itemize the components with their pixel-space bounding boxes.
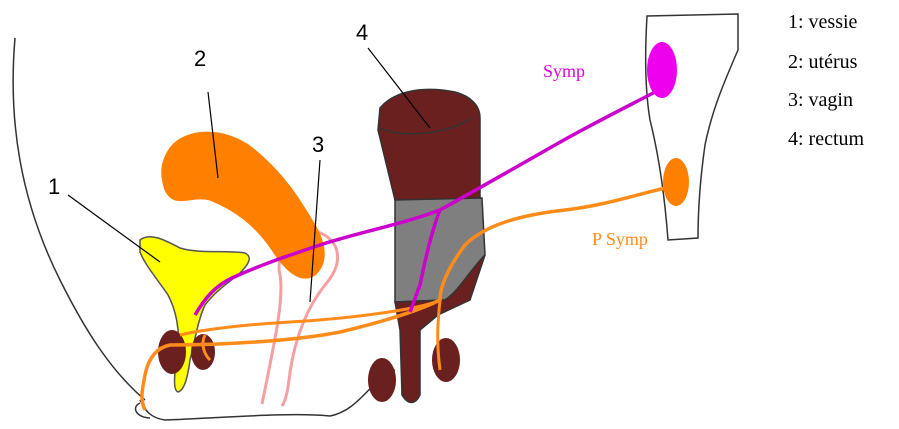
label-2: 2 bbox=[194, 46, 206, 71]
legend-item: 2: utérus bbox=[788, 51, 858, 73]
rectum-dark-blob-left bbox=[368, 358, 396, 402]
label-3: 3 bbox=[312, 132, 324, 157]
psymp-label: P Symp bbox=[592, 229, 648, 249]
legend-item: 3: vagin bbox=[788, 89, 853, 111]
leader-line-1 bbox=[68, 195, 160, 262]
legend: 1: vessie 2: utérus 3: vagin 4: rectum bbox=[788, 11, 865, 150]
rectum-dark-blob-right bbox=[432, 338, 460, 382]
symp-ganglion bbox=[647, 42, 677, 98]
legend-item: 1: vessie bbox=[788, 11, 858, 33]
psymp-ganglion bbox=[663, 158, 689, 206]
label-4: 4 bbox=[356, 20, 368, 45]
legend-item: 4: rectum bbox=[788, 128, 865, 150]
label-1: 1 bbox=[48, 174, 60, 199]
pelvis-outline bbox=[13, 38, 145, 400]
rectum-top bbox=[378, 89, 480, 200]
psymp-nerve-branch-2 bbox=[438, 300, 440, 370]
symp-label: Symp bbox=[543, 61, 585, 81]
left-dark-blob-1 bbox=[158, 330, 186, 374]
